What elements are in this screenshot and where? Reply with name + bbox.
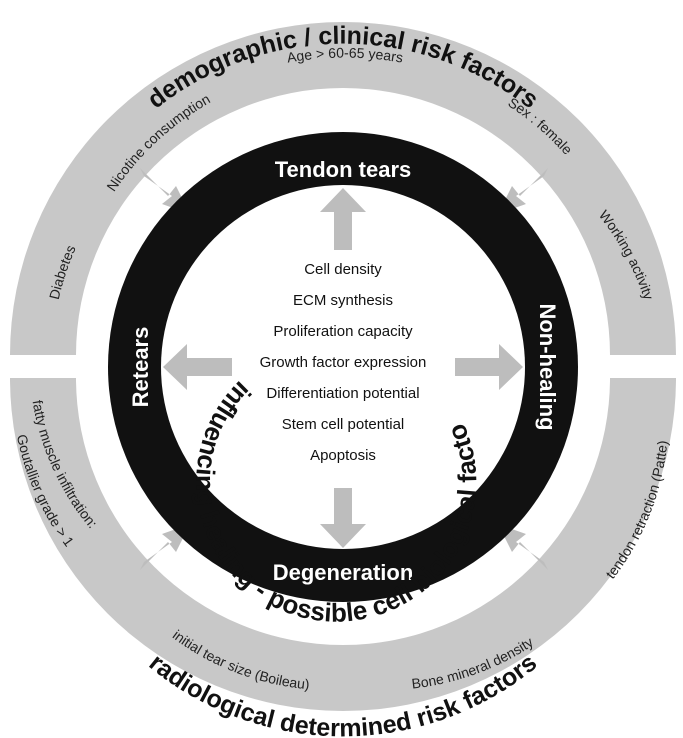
- arrow-left: [163, 344, 232, 390]
- inner-arrows: [163, 188, 523, 548]
- arrow-up: [320, 188, 366, 250]
- center-item: Differentiation potential: [266, 385, 419, 402]
- ring-label-right: Non-healing: [535, 303, 560, 430]
- ring-label-top: Tendon tears: [275, 157, 412, 182]
- factor-age: Age > 60-65 years: [286, 45, 405, 66]
- center-item: ECM synthesis: [293, 292, 393, 309]
- center-item: Cell density: [304, 261, 382, 278]
- arrow-sw: [140, 524, 190, 570]
- outer-ring-top: [10, 22, 676, 355]
- outer-ring-bottom: [10, 378, 676, 711]
- ring-label-left: Retears: [128, 327, 153, 408]
- arrow-se: [498, 524, 548, 570]
- center-item: Proliferation capacity: [273, 323, 413, 340]
- cell-factor-list: Cell density ECM synthesis Proliferation…: [260, 261, 427, 464]
- center-item: Apoptosis: [310, 447, 376, 464]
- center-item: Stem cell potential: [282, 416, 405, 433]
- inner-white-disc: [161, 185, 525, 549]
- arrow-right: [455, 344, 523, 390]
- arrow-down: [320, 488, 366, 548]
- center-item: Growth factor expression: [260, 354, 427, 371]
- ring-label-bottom: Degeneration: [273, 560, 414, 585]
